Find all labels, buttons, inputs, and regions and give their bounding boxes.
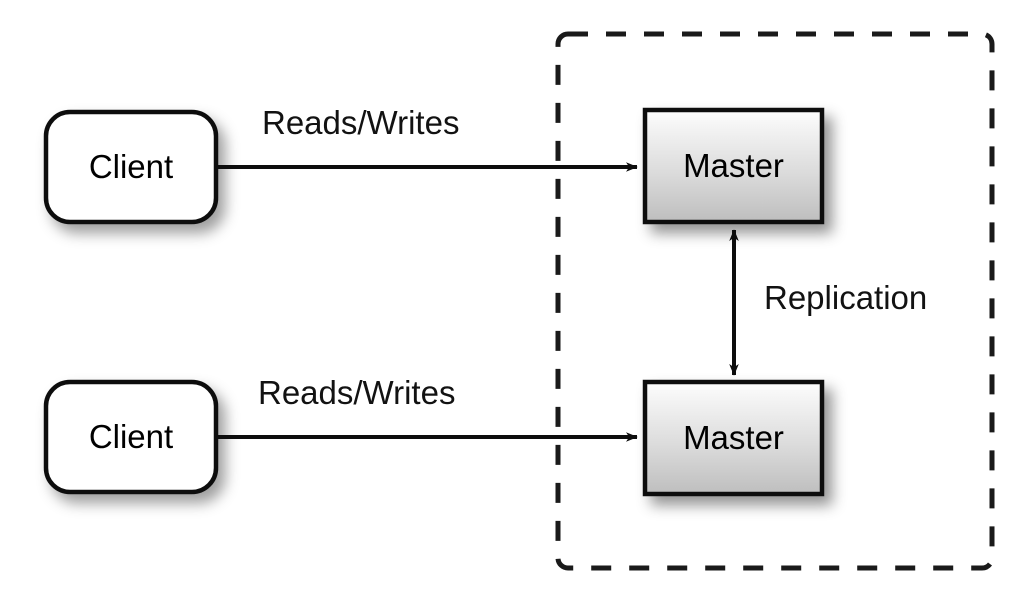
master-top-box[interactable] — [642, 107, 825, 225]
edge-label-reads-writes-top: Reads/Writes — [262, 104, 460, 141]
master-bottom-box[interactable] — [642, 379, 825, 497]
client-top-label: Client — [88, 148, 174, 185]
replication-boundary — [555, 31, 995, 571]
client-bottom-label: Client — [88, 418, 174, 455]
edge-label-replication: Replication — [764, 279, 928, 316]
edge-label-reads-writes-bottom: Reads/Writes — [258, 374, 456, 411]
master-bottom-label: Master — [683, 419, 784, 456]
master-top-label: Master — [683, 147, 784, 184]
